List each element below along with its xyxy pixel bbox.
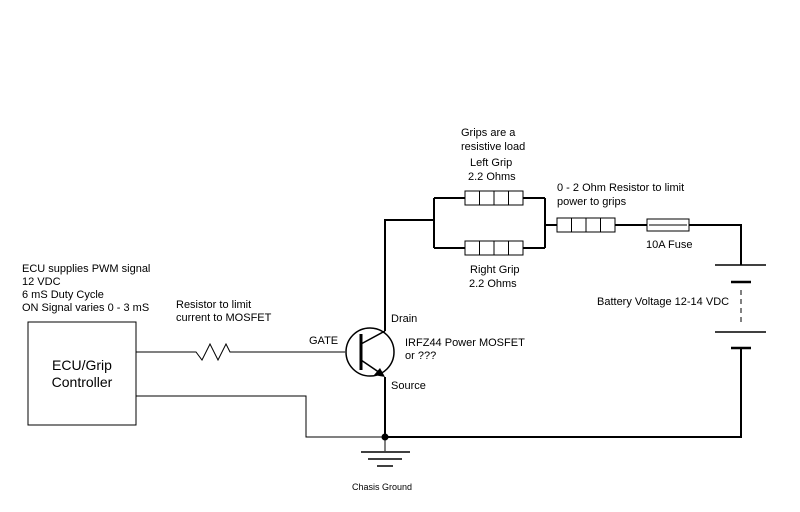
ecu-note-line1: ECU supplies PWM signal [22,263,150,275]
ecu-note-line3: 6 mS Duty Cycle [22,289,104,301]
ground-return-wire [385,348,742,438]
drain-wire [384,219,434,331]
grip-network: Grips are a resistive load Left Grip 2.2… [433,127,546,290]
left-grip-value: 2.2 Ohms [468,171,516,183]
ground-label: Chasis Ground [352,482,412,492]
source-label: Source [391,380,426,392]
left-grip-resistor [464,190,524,206]
mosfet-arrow [374,368,385,377]
supply-wire [545,224,742,265]
right-grip-resistor [464,240,524,256]
gate-resistor-label-line2: current to MOSFET [176,312,272,324]
gate-resistor-label-line1: Resistor to limit [176,299,251,311]
limit-resistor-label-line1: 0 - 2 Ohm Resistor to limit [557,182,684,194]
ecu-controller-label-line1: ECU/Grip [52,357,112,373]
ecu-notes: ECU supplies PWM signal 12 VDC 6 mS Duty… [22,263,150,314]
mosfet-part-label-line2: or ??? [405,350,436,362]
mosfet-drain-lead [360,330,386,345]
drain-label: Drain [391,313,417,325]
battery-label: Battery Voltage 12-14 VDC [597,296,729,308]
limit-resistor-label-line2: power to grips [557,196,627,208]
limit-resistor: 0 - 2 Ohm Resistor to limit power to gri… [556,182,684,233]
right-grip-value: 2.2 Ohms [469,278,517,290]
mosfet-body [345,327,395,377]
battery: Battery Voltage 12-14 VDC [597,264,766,350]
grips-note-line1: Grips are a [461,127,516,139]
ecu-note-line4: ON Signal varies 0 - 3 mS [22,302,149,314]
mosfet-transistor: Drain Source IRFZ44 Power MOSFET or ??? [345,313,525,392]
gate-resistor: Resistor to limit current to MOSFET [136,299,345,362]
fuse-label: 10A Fuse [646,239,692,251]
gate-label: GATE [309,335,338,347]
ecu-note-line2: 12 VDC [22,276,61,288]
ecu-controller-label-line2: Controller [52,374,113,390]
fuse: 10A Fuse [646,218,692,251]
ecu-controller: ECU/Grip Controller [27,321,137,426]
ecu-controller-box [27,321,137,426]
left-grip-name: Left Grip [470,157,512,169]
mosfet-part-label-line1: IRFZ44 Power MOSFET [405,337,525,349]
ecu-return-wire [136,395,385,438]
chassis-ground: Chasis Ground [352,433,412,492]
grips-note-line2: resistive load [461,141,525,153]
right-grip-name: Right Grip [470,264,520,276]
gate-wire [136,342,345,362]
